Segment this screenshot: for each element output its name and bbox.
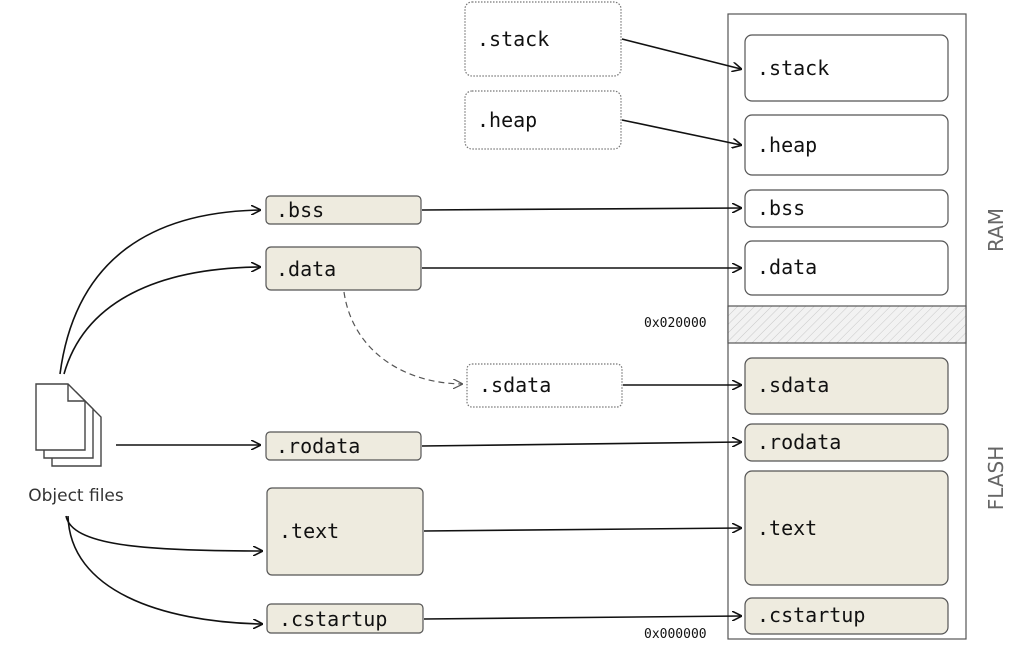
mem-text-box xyxy=(744,470,949,586)
mem-heap-box xyxy=(744,114,949,176)
arrow-rodata-to-mem xyxy=(421,442,741,446)
text-section-box xyxy=(266,487,424,576)
stack-section-box xyxy=(464,1,622,77)
mem-bss-box xyxy=(744,189,949,228)
mem-bss-label: .bss xyxy=(757,196,805,220)
object-files-label: Object files xyxy=(28,486,124,506)
mem-stack-label: .stack xyxy=(757,56,829,80)
mem-sdata-label: .sdata xyxy=(757,373,829,397)
stack-section-label: .stack xyxy=(477,27,549,51)
arrow-objfiles-to-data xyxy=(63,267,260,375)
arrow-objfiles-to-text xyxy=(65,515,262,551)
data-section-box xyxy=(265,246,422,291)
sdata-section-label: .sdata xyxy=(479,373,551,397)
mem-data-label: .data xyxy=(757,255,817,279)
mem-cstartup-box xyxy=(744,597,949,635)
rodata-section-box xyxy=(265,431,422,461)
mem-rodata-box xyxy=(744,423,949,462)
sdata-section-box xyxy=(466,363,623,408)
ram-region-label: RAM xyxy=(984,208,1008,252)
arrow-bss-to-mem xyxy=(421,208,741,210)
heap-section-box xyxy=(464,90,622,150)
data-section-label: .data xyxy=(276,257,336,281)
object-files-icon xyxy=(35,383,102,467)
mem-heap-label: .heap xyxy=(757,133,817,157)
memory-gap-hatched xyxy=(727,305,967,344)
heap-section-label: .heap xyxy=(477,108,537,132)
arrow-objfiles-to-cstartup xyxy=(67,515,262,624)
arrow-cstartup-to-mem xyxy=(423,616,741,619)
arrow-text-to-mem xyxy=(423,528,741,531)
cstartup-section-box xyxy=(266,603,424,634)
arrow-stack-to-mem xyxy=(621,38,741,69)
boundary-address: 0x020000 xyxy=(644,316,707,331)
mem-data-box xyxy=(744,240,949,296)
flash-region-label: FLASH xyxy=(984,446,1008,511)
mem-sdata-box xyxy=(744,357,949,415)
text-section-label: .text xyxy=(279,519,339,543)
mem-stack-box xyxy=(744,34,949,102)
cstartup-section-label: .cstartup xyxy=(279,607,387,631)
arrow-objfiles-to-bss xyxy=(59,210,260,375)
arrow-data-to-sdata xyxy=(343,291,462,384)
base-address: 0x000000 xyxy=(644,627,707,642)
mem-rodata-label: .rodata xyxy=(757,430,841,454)
bss-section-box xyxy=(265,195,422,225)
mem-cstartup-label: .cstartup xyxy=(757,603,865,627)
arrow-heap-to-mem xyxy=(621,119,741,145)
bss-section-label: .bss xyxy=(276,198,324,222)
rodata-section-label: .rodata xyxy=(276,434,360,458)
mem-text-label: .text xyxy=(757,516,817,540)
